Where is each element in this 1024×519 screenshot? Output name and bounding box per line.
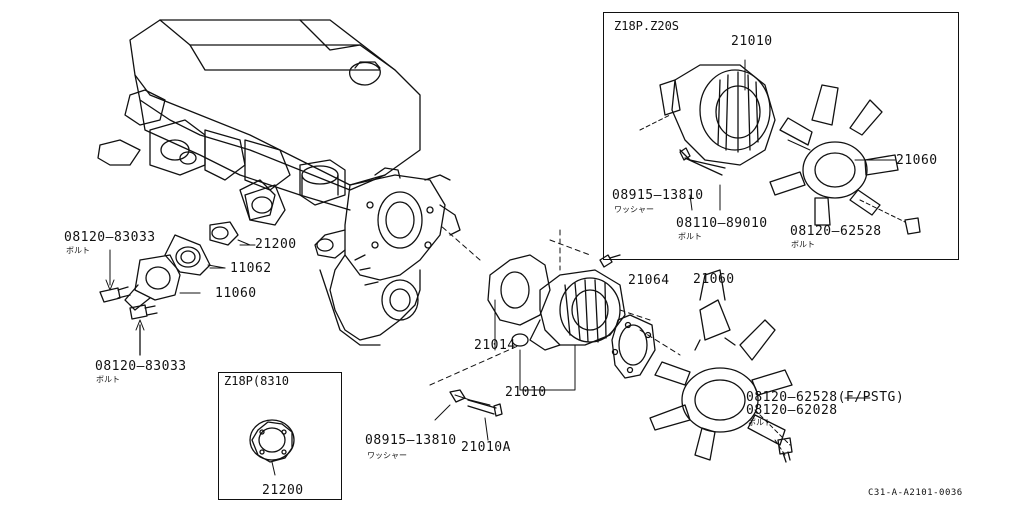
water-pump-illustration <box>429 224 681 441</box>
part-sub-bolt-top: ボルト <box>66 246 90 255</box>
thermostat-variant-title: Z18P(8310 <box>222 374 292 388</box>
part-label-21010-main[interactable]: 21010 <box>505 385 547 400</box>
part-label-21200-inset[interactable]: 21200 <box>262 483 304 498</box>
fan-variant-title: Z18P.Z20S <box>612 19 682 33</box>
leader-lines <box>179 59 896 399</box>
part-label-21010-inset[interactable]: 21010 <box>731 34 773 49</box>
thermostat-inset-box <box>218 372 342 500</box>
part-label-08120-62528-fpstg[interactable]: 08120–62528(F/PSTG) <box>746 390 905 405</box>
part-label-21010A[interactable]: 21010A <box>461 440 511 455</box>
part-label-08120-83033-top[interactable]: 08120–83033 <box>64 230 156 245</box>
engine-block-illustration <box>97 19 461 346</box>
part-sub-washer-inset: ワッシャー <box>614 205 654 214</box>
part-label-21200[interactable]: 21200 <box>255 237 297 252</box>
part-label-21064[interactable]: 21064 <box>628 273 670 288</box>
part-label-21060-inset[interactable]: 21060 <box>896 153 938 168</box>
part-label-11060[interactable]: 11060 <box>215 286 257 301</box>
part-sub-bolt-bottom: ボルト <box>96 375 120 384</box>
part-sub-bolt-inset-2: ボルト <box>791 240 815 249</box>
part-label-08915-13810-inset[interactable]: 08915–13810 <box>612 188 704 203</box>
part-label-21060-main[interactable]: 21060 <box>693 272 735 287</box>
part-label-21014[interactable]: 21014 <box>474 338 516 353</box>
thermostat-housing-illustration <box>99 184 286 356</box>
part-label-08120-83033-bottom[interactable]: 08120–83033 <box>95 359 187 374</box>
thermostat-inset-illustration <box>249 419 295 476</box>
part-label-11062[interactable]: 11062 <box>230 261 272 276</box>
fan-clutch-inset-illustration <box>639 64 921 235</box>
part-label-08120-62028[interactable]: 08120–62028 <box>746 403 838 418</box>
part-label-08110-89010[interactable]: 08110–89010 <box>676 216 768 231</box>
main-fan-illustration <box>649 269 793 463</box>
part-label-08120-62528-inset[interactable]: 08120–62528 <box>790 224 882 239</box>
fan-clutch-inset-box <box>603 12 959 260</box>
diagram-code: C31-A-A2101-0036 <box>868 488 963 498</box>
part-sub-bolt-main: ボルト <box>748 418 772 427</box>
part-label-08915-13810-main[interactable]: 08915–13810 <box>365 433 457 448</box>
part-sub-washer-main: ワッシャー <box>367 451 407 460</box>
part-sub-bolt-inset-1: ボルト <box>678 232 702 241</box>
